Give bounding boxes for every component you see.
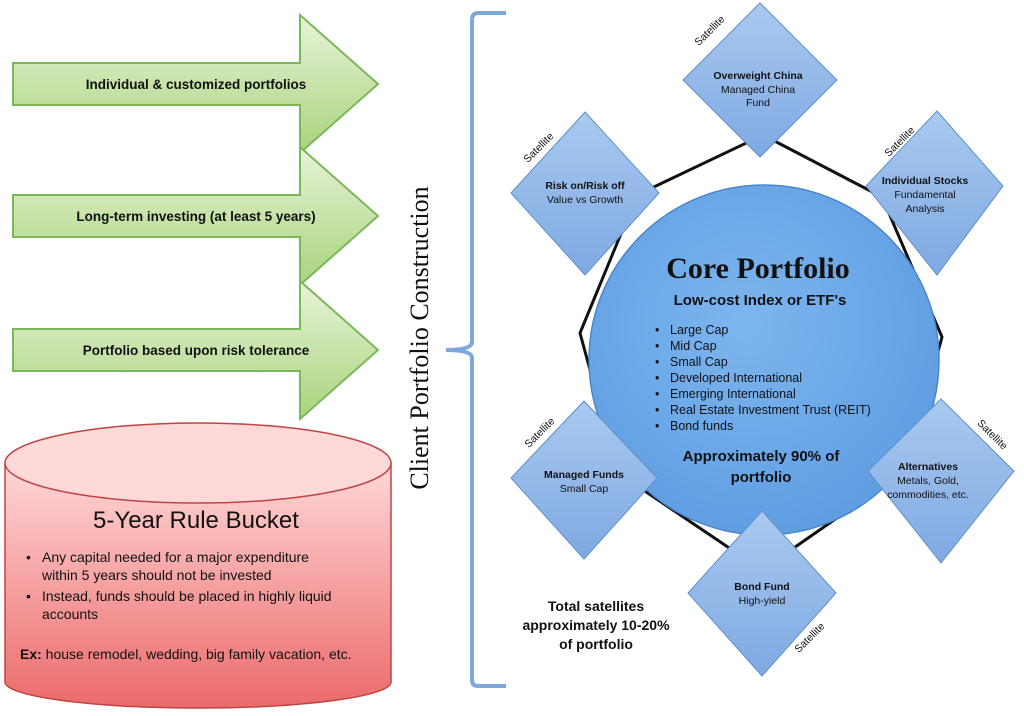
satellite-sub: Analysis <box>905 203 944 215</box>
core-item: Emerging International <box>670 387 796 401</box>
example-text: house remodel, wedding, big family vacat… <box>42 646 352 662</box>
arrow-2: Long-term investing (at least 5 years) <box>12 144 380 288</box>
core-bullet: • <box>655 403 659 417</box>
bucket-bullet-line: Instead, funds should be placed in highl… <box>42 588 332 604</box>
core-bullet: • <box>655 387 659 401</box>
core-item: Small Cap <box>670 355 728 369</box>
satellite-title: Overweight China <box>713 70 802 82</box>
arrow-shape <box>12 278 380 422</box>
core-bullet: • <box>655 355 659 369</box>
satellite-sub: Fund <box>746 97 770 109</box>
core-bullet: • <box>655 371 659 385</box>
satellite-diamond <box>687 510 837 677</box>
satellite-sub: Fundamental <box>894 189 955 201</box>
satellite-title: Risk on/Risk off <box>545 180 625 192</box>
satellite-sub: Managed China <box>721 84 795 96</box>
core-footer-line: Approximately 90% of <box>683 448 841 465</box>
satellite-sub: Metals, Gold, <box>897 475 959 487</box>
core-item: Mid Cap <box>670 339 717 353</box>
side-label: Client Portfolio Construction <box>405 186 434 489</box>
satellite-title: Individual Stocks <box>882 175 969 187</box>
arrow-label: Individual & customized portfolios <box>86 77 307 92</box>
bucket-body <box>4 462 392 709</box>
satellite-alternatives: Alternatives Metals, Gold, commodities, … <box>867 398 1015 564</box>
satellite-sub: Value vs Growth <box>547 194 623 206</box>
arrow-label: Portfolio based upon risk tolerance <box>83 343 310 358</box>
core-item: Real Estate Investment Trust (REIT) <box>670 403 871 417</box>
satellite-diamond <box>510 111 660 276</box>
core-item: Bond funds <box>670 419 733 433</box>
satellite-sub: Small Cap <box>560 483 609 495</box>
satellite-diamond <box>865 110 1004 276</box>
core-list: • Large Cap • Mid Cap • Small Cap • Deve… <box>655 323 871 433</box>
core-bullet: • <box>655 419 659 433</box>
satellite-title: Bond Fund <box>734 581 789 593</box>
arrow-3: Portfolio based upon risk tolerance <box>12 278 380 422</box>
total-note-line: Total satellites <box>548 598 644 614</box>
core-bullet: • <box>655 339 659 353</box>
core-portfolio: Core Portfolio Low-cost Index or ETF's •… <box>588 184 940 536</box>
bullet-dot: • <box>26 588 31 604</box>
core-footer-line: portfolio <box>731 469 792 486</box>
satellite-sub: High-yield <box>739 595 786 607</box>
bucket-bullet-line: Any capital needed for a major expenditu… <box>42 549 309 565</box>
arrow-1: Individual & customized portfolios <box>12 12 380 156</box>
bucket-top <box>4 422 392 504</box>
total-note-line: approximately 10-20% <box>522 617 670 633</box>
core-subtitle: Low-cost Index or ETF's <box>674 292 847 309</box>
bucket-example: Ex: house remodel, wedding, big family v… <box>20 646 352 662</box>
bullet-dot: • <box>26 549 31 565</box>
arrow-shape <box>12 144 380 288</box>
core-bullet: • <box>655 323 659 337</box>
arrow-shape <box>12 12 380 156</box>
satellite-diamond <box>682 2 838 158</box>
total-note-line: of portfolio <box>559 636 633 652</box>
core-item: Large Cap <box>670 323 728 337</box>
example-prefix: Ex: <box>20 646 42 662</box>
satellite-diamond <box>510 400 658 560</box>
bucket-bullet-line: within 5 years should not be invested <box>41 567 272 583</box>
satellite-overweight-china: Overweight China Managed China Fund Sate… <box>682 2 838 158</box>
core-item: Developed International <box>670 371 802 385</box>
satellite-sub: commodities, etc. <box>887 489 969 501</box>
satellite-title: Managed Funds <box>544 469 624 481</box>
bracket <box>445 11 506 688</box>
bucket-bullet-line: accounts <box>42 606 98 622</box>
five-year-bucket: 5-Year Rule Bucket • Any capital needed … <box>4 422 392 709</box>
core-title: Core Portfolio <box>666 252 850 285</box>
satellite-title: Alternatives <box>898 461 958 473</box>
total-satellites-note: Total satellites approximately 10-20% of… <box>522 598 670 652</box>
satellite-diamond <box>867 398 1015 564</box>
bucket-title: 5-Year Rule Bucket <box>93 507 299 534</box>
arrow-label: Long-term investing (at least 5 years) <box>76 209 315 224</box>
